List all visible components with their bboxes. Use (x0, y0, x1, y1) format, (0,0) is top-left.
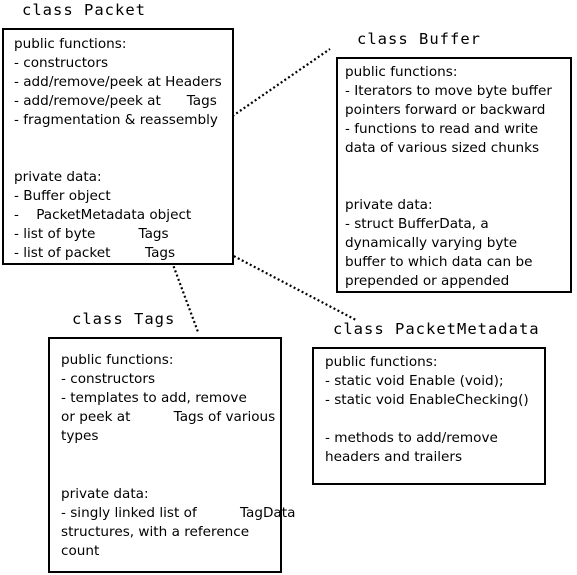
tags-class-title: class Tags (72, 310, 176, 328)
packet-line: - list of packet Tags (14, 245, 176, 261)
packet-line: - fragmentation & reassembly (14, 112, 218, 128)
packet-line: - list of byte Tags (14, 226, 169, 242)
buffer-class-title: class Buffer (357, 30, 481, 48)
buffer-line: buffer to which data can be (345, 254, 533, 270)
tags-line: - constructors (61, 371, 156, 387)
buffer-line: private data: (345, 197, 433, 213)
metadata-line: public functions: (325, 354, 438, 370)
buffer-line: - Iterators to move byte buffer (345, 83, 552, 99)
tags-line: private data: (61, 486, 149, 502)
metadata-line: - static void EnableChecking() (325, 392, 529, 408)
buffer-line: data of various sized chunks (345, 140, 540, 156)
buffer-line: public functions: (345, 64, 458, 80)
packet-line: private data: (14, 169, 102, 185)
buffer-line: - struct BufferData, a (345, 216, 489, 232)
metadata-line: - static void Enable (void); (325, 373, 504, 389)
packet-line: - Buffer object (14, 188, 111, 204)
tags-line: public functions: (61, 352, 174, 368)
packet-line: - add/remove/peek at Headers (14, 74, 222, 90)
packet-class-box: public functions: - constructors - add/r… (2, 28, 234, 265)
metadata-line: headers and trailers (325, 449, 463, 465)
tags-line: or peek at Tags of various (61, 409, 276, 425)
tags-class-box: public functions: - constructors - templ… (48, 337, 295, 573)
tags-line: structures, with a reference (61, 524, 250, 540)
buffer-line: pointers forward or backward (345, 102, 546, 118)
buffer-line: dynamically varying byte (345, 235, 518, 251)
tags-line: - templates to add, remove (61, 390, 247, 406)
packet-line: - add/remove/peek at Tags (14, 93, 217, 109)
buffer-class-box: public functions: - Iterators to move by… (336, 57, 572, 293)
packet-line: public functions: (14, 36, 127, 52)
metadata-class-title: class PacketMetadata (333, 320, 540, 338)
metadata-line: - methods to add/remove (325, 430, 498, 446)
buffer-line: prepended or appended (345, 273, 510, 289)
packet-class-title: class Packet (22, 1, 146, 19)
tags-connector (170, 261, 200, 333)
tags-line: - singly linked list of TagData (61, 505, 296, 521)
tags-line: count (61, 543, 100, 559)
packet-line: - PacketMetadata object (14, 207, 192, 223)
metadata-class-box: public functions: - static void Enable (… (312, 347, 546, 485)
buffer-line: - functions to read and write (345, 121, 539, 137)
packet-line: - constructors (14, 55, 109, 71)
tags-line: types (61, 428, 99, 444)
